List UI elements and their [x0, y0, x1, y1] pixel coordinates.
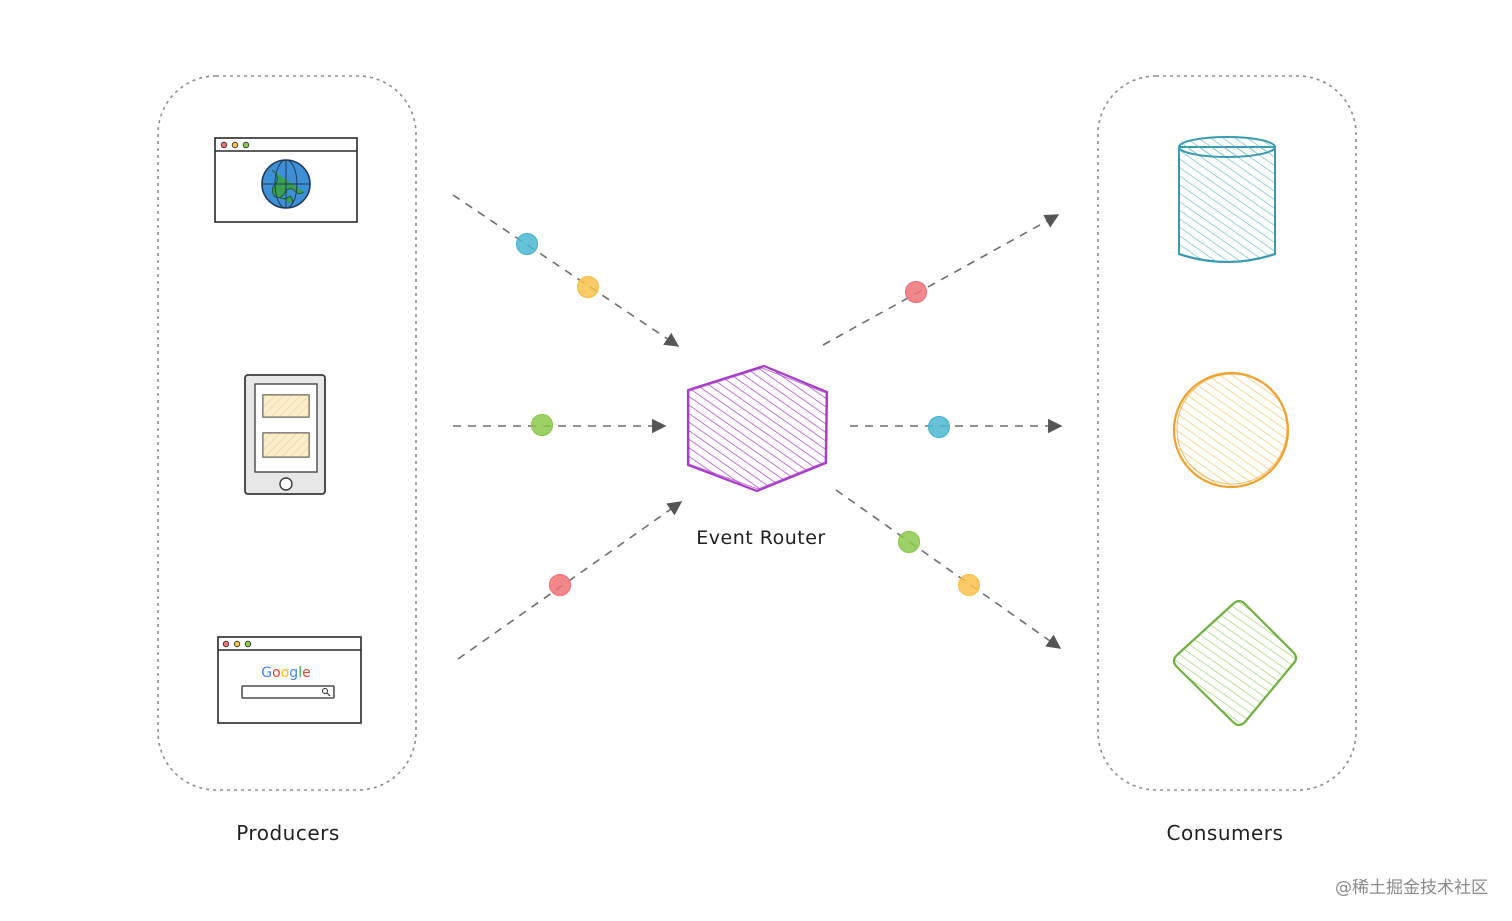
event-dot-green	[530, 413, 554, 437]
web-browser-search-icon: Google	[217, 636, 362, 724]
router-label: Event Router	[696, 527, 825, 549]
event-dot-red	[548, 573, 572, 597]
watermark: @稀土掘金技术社区	[1335, 878, 1488, 898]
event-dot-yellow	[576, 275, 600, 299]
event-dot-blue	[927, 415, 951, 439]
event-dot-blue	[515, 232, 539, 256]
arrow-producer-1-to-router	[452, 194, 680, 347]
google-logo-letter: G	[261, 665, 272, 681]
globe-icon	[261, 159, 311, 209]
consumers-group	[1097, 75, 1357, 791]
event-dot-yellow	[957, 573, 981, 597]
google-logo-letter: g	[289, 665, 298, 681]
mobile-phone-icon	[244, 374, 326, 495]
diamond-consumer-icon	[1172, 599, 1298, 727]
google-logo-letter: o	[272, 665, 281, 681]
arrow-router-to-consumer-3	[835, 489, 1062, 649]
google-logo-letter: e	[302, 665, 311, 681]
event-router-hexagon	[686, 364, 829, 493]
circle-consumer-icon	[1172, 371, 1290, 489]
google-logo-letter: o	[281, 665, 290, 681]
web-browser-globe-icon	[214, 137, 358, 223]
event-dot-red	[904, 280, 928, 304]
search-icon	[322, 688, 331, 697]
database-icon	[1178, 136, 1276, 263]
arrow-router-to-consumer-1	[822, 214, 1060, 346]
consumers-label: Consumers	[1167, 821, 1284, 845]
google-logo-letter: l	[298, 665, 302, 681]
search-field	[241, 685, 335, 699]
producers-label: Producers	[236, 821, 340, 845]
google-logo: Google	[261, 665, 310, 681]
producers-group	[157, 75, 417, 791]
event-dot-green	[897, 530, 921, 554]
